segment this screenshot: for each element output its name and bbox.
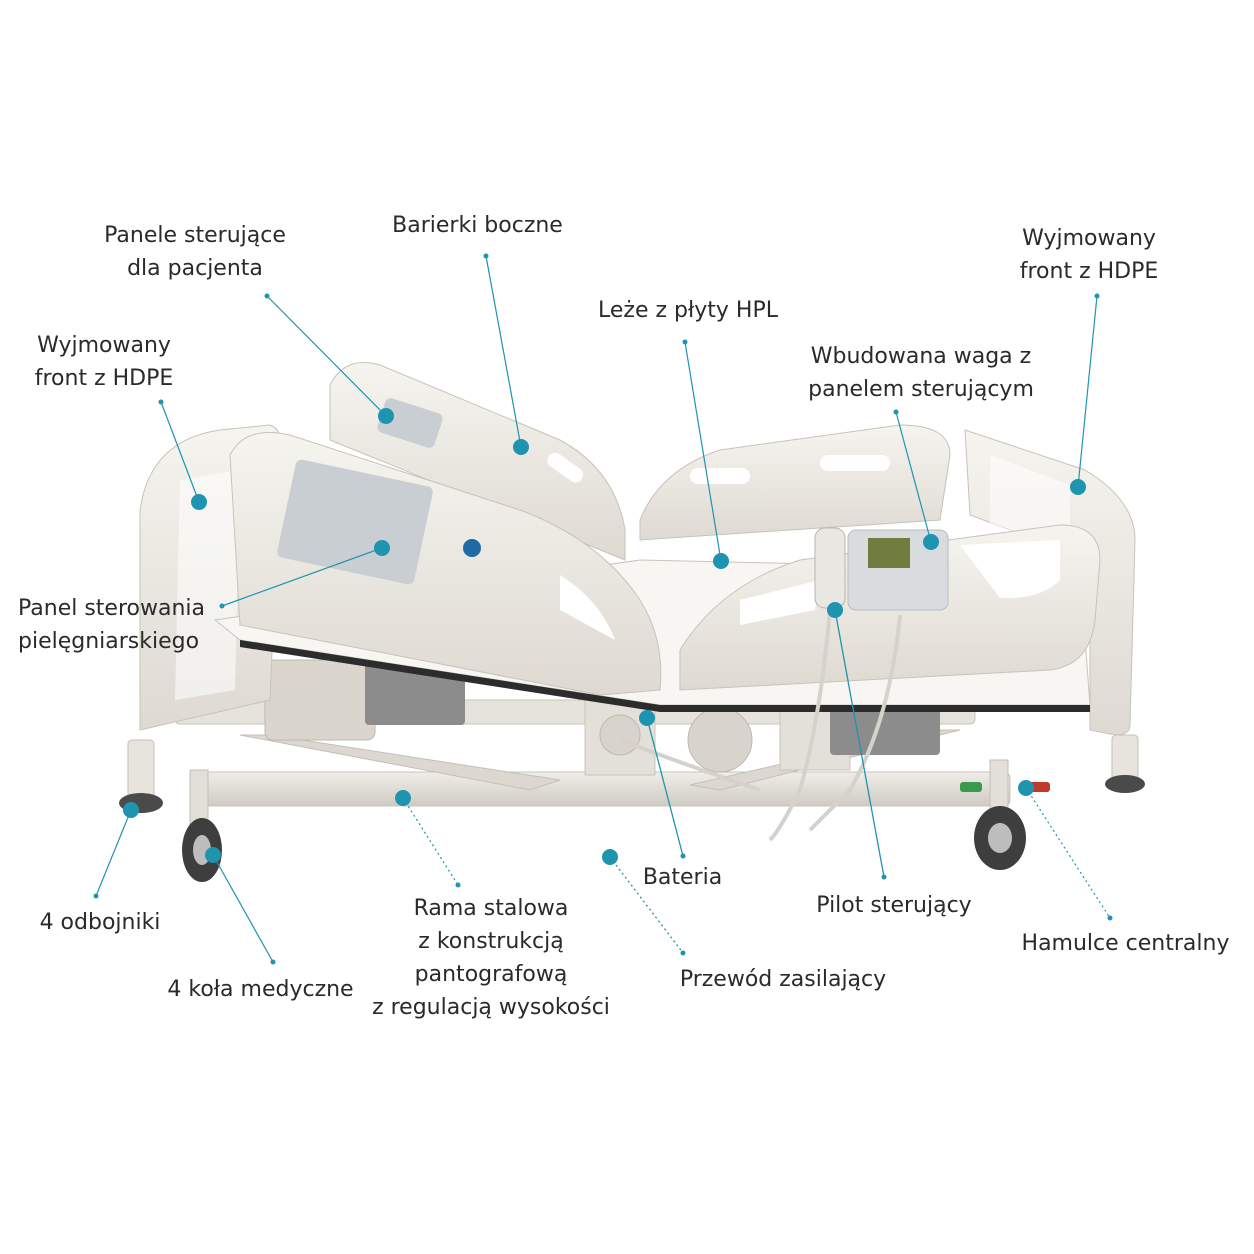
callout-dot: [602, 849, 618, 865]
leader-line: [684, 341, 722, 562]
callout-remote: Pilot sterujący: [808, 889, 980, 922]
callout-dot: [923, 534, 939, 550]
callout-line: pielęgniarskiego: [18, 629, 200, 654]
callout-wheels: 4 koła medyczne: [158, 973, 363, 1006]
callout-scale-panel: Wbudowana waga z panelem sterującym: [790, 340, 1052, 406]
leader-tip: [881, 874, 887, 880]
callout-dot: [205, 847, 221, 863]
callout-dot: [378, 408, 394, 424]
callout-line: Rama stalowa: [413, 896, 569, 921]
callout-hpl-platform: Leże z płyty HPL: [583, 294, 793, 327]
callout-leaders: [93, 253, 1113, 965]
callout-dot: [827, 602, 843, 618]
callout-line: front z HDPE: [1019, 259, 1159, 284]
callout-dot: [1018, 780, 1034, 796]
callout-line: Leże z płyty HPL: [598, 298, 778, 323]
callout-front-hdpe-left: Wyjmowany front z HDPE: [15, 329, 193, 395]
callout-nurse-panel: Panel sterowania pielęgniarskiego: [18, 592, 233, 658]
leader-line: [160, 401, 200, 503]
wheels: [182, 759, 1050, 882]
callout-patient-panels: Panele sterujące dla pacjenta: [85, 219, 305, 285]
callout-central-brakes: Hamulce centralny: [1013, 927, 1238, 960]
leader-tip: [893, 409, 899, 415]
callout-line: z regulacją wysokości: [372, 995, 610, 1020]
callout-line: Hamulce centralny: [1021, 931, 1230, 956]
back-side-rail-right: [639, 424, 951, 541]
callout-line: front z HDPE: [34, 366, 174, 391]
callout-line: 4 odbojniki: [39, 910, 161, 935]
callout-line: Panel sterowania: [18, 596, 205, 621]
callout-line: Wbudowana waga z: [810, 344, 1032, 369]
leader-tip: [158, 399, 164, 405]
leader-tip: [680, 853, 686, 859]
callout-dot: [713, 553, 729, 569]
callout-dot: [639, 710, 655, 726]
leader-tip: [1107, 915, 1113, 921]
leader-line: [1077, 295, 1098, 488]
callout-side-rails: Barierki boczne: [370, 209, 585, 242]
callout-line: 4 koła medyczne: [167, 977, 354, 1002]
callout-line: Bateria: [642, 865, 723, 890]
leader-line: [1025, 787, 1111, 919]
leader-tip: [680, 950, 686, 956]
leader-tip: [264, 293, 270, 299]
leader-line: [646, 717, 684, 857]
leader-line: [834, 609, 885, 878]
callout-line: Wyjmowany: [37, 333, 171, 358]
front-side-rail-right: [679, 524, 1101, 691]
leader-line: [402, 797, 459, 886]
callout-power-cord: Przewód zasilający: [668, 963, 898, 996]
front-side-rail-left: [229, 432, 662, 696]
callout-line: z konstrukcją: [418, 929, 564, 954]
leader-line: [212, 854, 274, 963]
callout-line: Panele sterujące: [104, 223, 286, 248]
callout-line: Przewód zasilający: [679, 967, 887, 992]
callout-dot: [395, 790, 411, 806]
leader-line: [609, 856, 684, 954]
callout-line: dla pacjenta: [127, 256, 263, 281]
leader-tip: [219, 603, 225, 609]
leader-line: [266, 295, 387, 417]
callout-dot: [1070, 479, 1086, 495]
callout-dot: [513, 439, 529, 455]
callout-line: Pilot sterujący: [816, 893, 972, 918]
callout-dot: [123, 802, 139, 818]
leader-tip: [1094, 293, 1100, 299]
callout-battery: Bateria: [630, 861, 735, 894]
leader-line: [485, 255, 522, 448]
cables: [619, 609, 902, 842]
leader-tip: [483, 253, 489, 259]
leader-line: [895, 411, 932, 543]
leader-tip: [682, 339, 688, 345]
callout-dot: [374, 540, 390, 556]
callout-line: pantografową: [414, 962, 568, 987]
callout-line: Barierki boczne: [392, 213, 563, 238]
leader-tip: [270, 959, 276, 965]
callout-line: panelem sterującym: [808, 377, 1034, 402]
leader-tip: [455, 882, 461, 888]
leader-line: [95, 809, 132, 897]
callout-steel-frame: Rama stalowa z konstrukcją pantografową z r…: [360, 892, 622, 1024]
callout-front-hdpe-right: Wyjmowany front z HDPE: [1000, 222, 1178, 288]
leader-tip: [93, 893, 99, 899]
leader-line: [221, 547, 383, 607]
callout-line: Wyjmowany: [1022, 226, 1156, 251]
callout-dot: [191, 494, 207, 510]
back-side-rail-left: [329, 362, 626, 561]
callout-bumpers: 4 odbojniki: [25, 906, 175, 939]
